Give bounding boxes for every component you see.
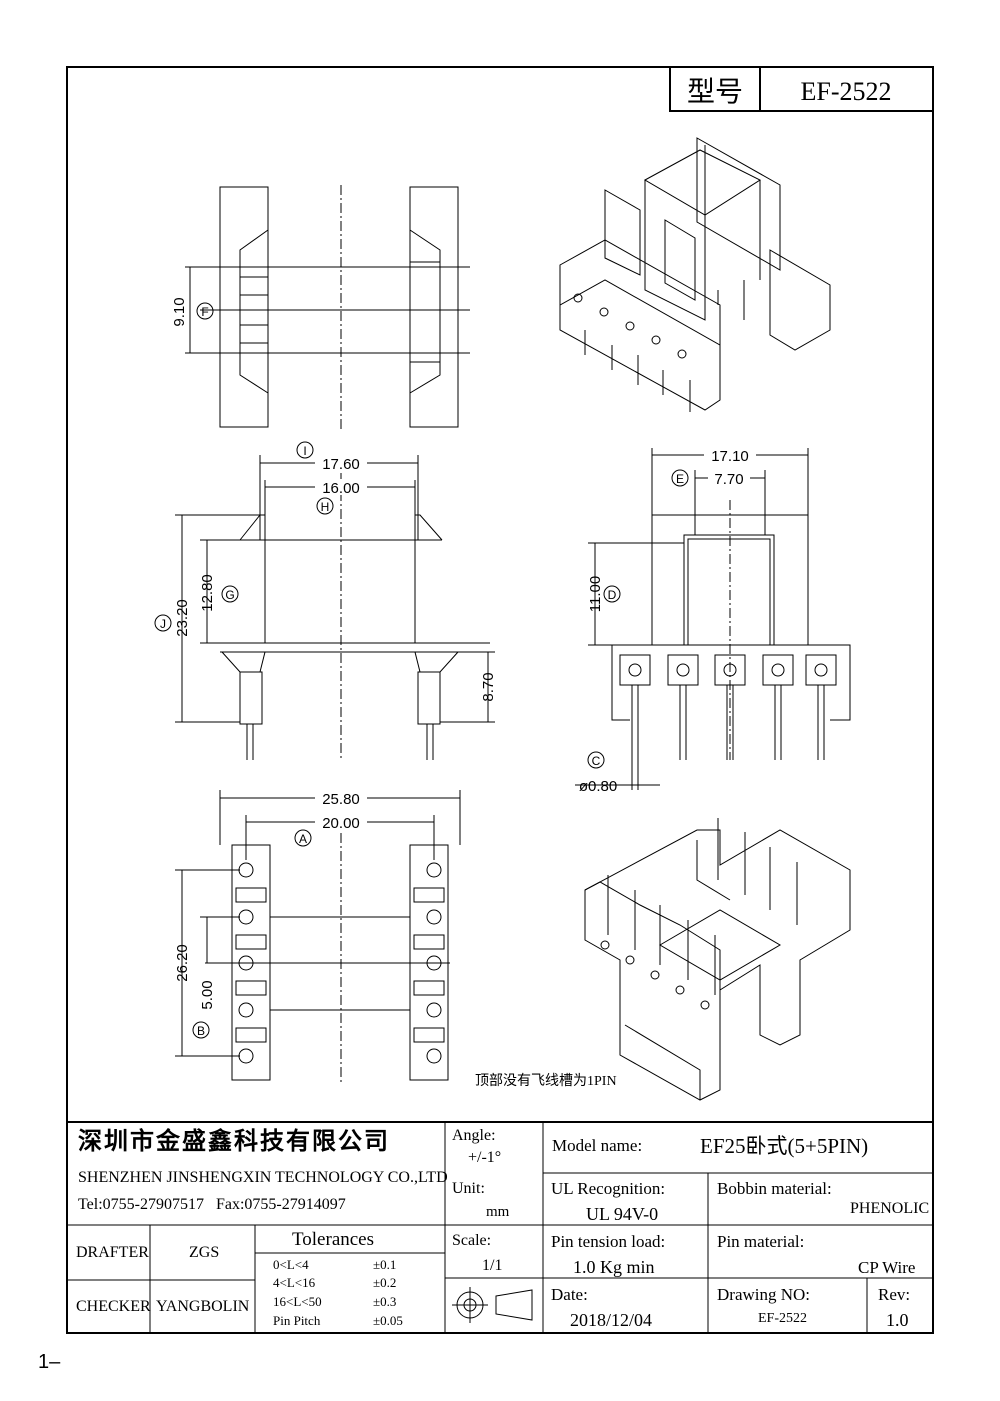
tolerance-value-4: ±0.05 xyxy=(373,1313,403,1328)
company-name-cn: 深圳市金盛鑫科技有限公司 xyxy=(78,1129,390,1155)
bobbin-material-value: PHENOLIC xyxy=(850,1200,930,1217)
dim-25-80: 25.80 xyxy=(322,791,360,808)
dim-26-20: 26.20 xyxy=(174,944,191,982)
tolerance-value-2: ±0.2 xyxy=(373,1275,397,1290)
drawing-no-value: EF-2522 xyxy=(758,1311,807,1326)
dim-17-10: 17.10 xyxy=(711,448,749,465)
marker-c: C xyxy=(592,754,601,768)
tolerance-range-3: 16<L<50 xyxy=(273,1294,322,1309)
pin-tension-label: Pin tension load: xyxy=(551,1232,666,1251)
model-name-value: EF25卧式(5+5PIN) xyxy=(700,1134,869,1158)
dim-20-00: 20.00 xyxy=(322,815,360,832)
dim-7-70: 7.70 xyxy=(714,471,743,488)
sheet-border xyxy=(66,66,934,1334)
scale-label: Scale: xyxy=(452,1232,492,1249)
drafter-label: DRAFTER xyxy=(76,1244,149,1261)
drawing-no-label: Drawing NO: xyxy=(717,1285,811,1304)
tolerances-title: Tolerances xyxy=(292,1229,375,1250)
rev-value: 1.0 xyxy=(886,1310,909,1330)
marker-f: F xyxy=(201,305,208,319)
date-value: 2018/12/04 xyxy=(570,1310,653,1330)
marker-f-circle xyxy=(196,302,214,320)
marker-a: A xyxy=(299,832,307,846)
dim-23-20: 23.20 xyxy=(174,599,191,637)
dim-0-80: ø0.80 xyxy=(579,778,617,795)
dim-11-00: 11.00 xyxy=(587,576,604,612)
page-number: 1– xyxy=(38,1351,61,1373)
isometric-view-top xyxy=(559,137,831,412)
pin-note: 顶部没有飞线槽为1PIN xyxy=(475,1073,617,1089)
pin-tension-value: 1.0 Kg min xyxy=(573,1257,655,1277)
projection-symbol xyxy=(452,1287,533,1323)
tolerance-value-1: ±0.1 xyxy=(373,1257,397,1272)
tolerance-range-4: Pin Pitch xyxy=(273,1313,321,1328)
dim-16-00: 16.00 xyxy=(322,480,360,497)
marker-j: J xyxy=(160,617,166,631)
checker-label: CHECKER xyxy=(76,1298,151,1315)
rev-label: Rev: xyxy=(878,1285,911,1304)
model-title-label: 型号 xyxy=(687,76,743,108)
company-tel-fax: Tel:0755-27907517 Fax:0755-27914097 xyxy=(78,1196,346,1213)
isometric-view-bottom xyxy=(584,818,851,1101)
side-pins xyxy=(619,654,837,760)
model-name-label: Model name: xyxy=(552,1136,643,1155)
bottom-pins-right xyxy=(413,862,445,1064)
unit-label: Unit: xyxy=(452,1180,485,1197)
marker-h: H xyxy=(321,500,330,514)
model-title-box: 型号 EF-2522 xyxy=(669,66,934,112)
ul-recognition-value: UL 94V-0 xyxy=(586,1204,659,1224)
angle-value: +/-1° xyxy=(468,1149,502,1166)
marker-b: B xyxy=(197,1024,205,1038)
drafter-value: ZGS xyxy=(189,1244,220,1261)
marker-e: E xyxy=(676,472,684,486)
marker-i: I xyxy=(303,444,306,458)
dim-5-00: 5.00 xyxy=(199,980,216,1009)
title-block-lines xyxy=(67,1121,933,1333)
model-title-value: EF-2522 xyxy=(801,77,892,106)
ul-recognition-label: UL Recognition: xyxy=(551,1179,666,1198)
tolerance-value-3: ±0.3 xyxy=(373,1294,397,1309)
angle-label: Angle: xyxy=(452,1127,496,1144)
dim-8-70: 8.70 xyxy=(480,672,497,701)
front-view: 17.60 16.00 I H 23.20 12.80 J G 8.70 xyxy=(154,441,497,760)
date-label: Date: xyxy=(551,1285,588,1304)
marker-d: D xyxy=(608,588,617,602)
side-view: 17.10 7.70 E 11.00 D ø0.80 C xyxy=(575,447,851,795)
bobbin-material-label: Bobbin material: xyxy=(717,1179,832,1198)
tolerance-range-2: 4<L<16 xyxy=(273,1275,316,1290)
dim-top-9-10: 9.10 xyxy=(171,297,188,326)
company-name-en: SHENZHEN JINSHENGXIN TECHNOLOGY CO.,LTD xyxy=(78,1169,448,1186)
pin-material-value: CP Wire xyxy=(858,1258,916,1277)
scale-value: 1/1 xyxy=(482,1257,503,1274)
dim-17-60: 17.60 xyxy=(322,456,360,473)
marker-g: G xyxy=(225,588,234,602)
tolerance-range-1: 0<L<4 xyxy=(273,1257,309,1272)
bottom-view: 25.80 20.00 A 26.20 5.00 B xyxy=(174,790,461,1085)
pin-material-label: Pin material: xyxy=(717,1232,805,1251)
dim-12-80: 12.80 xyxy=(199,574,216,612)
top-view: 9.10 F xyxy=(171,185,470,432)
checker-value: YANGBOLIN xyxy=(156,1298,250,1315)
unit-value: mm xyxy=(486,1204,510,1220)
